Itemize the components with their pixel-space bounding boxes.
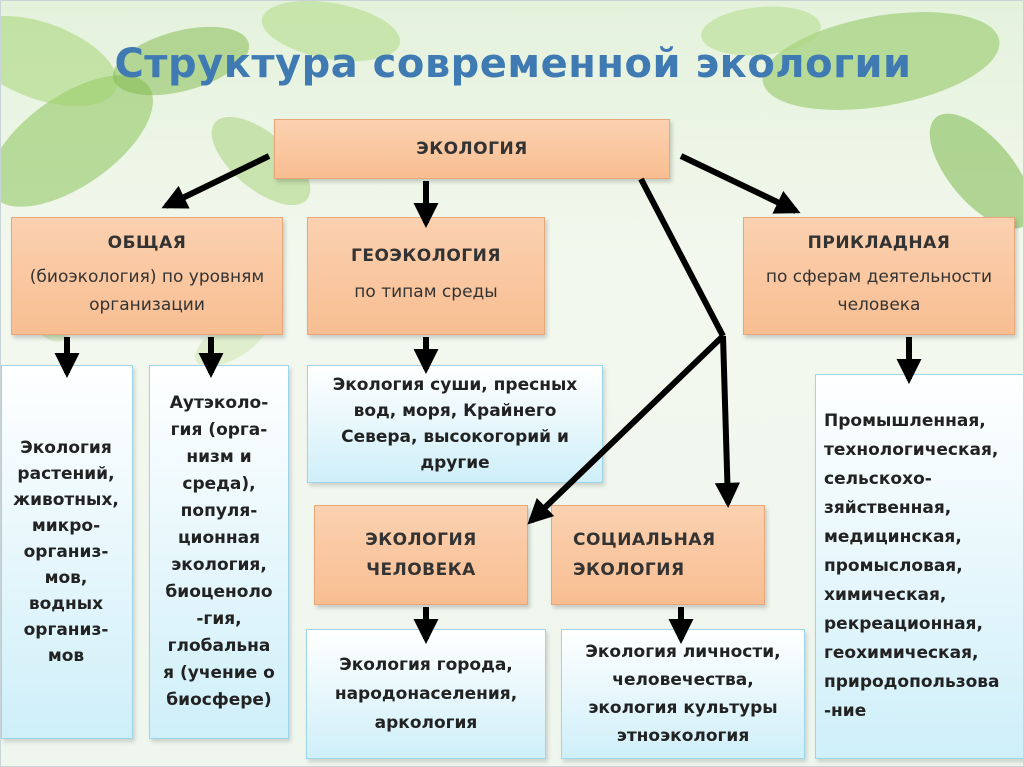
applied-detail-text: Промышленная, технологическая, сельскохо…: [824, 411, 1000, 721]
human-title: ЭКОЛОГИЯ ЧЕЛОВЕКА: [365, 530, 477, 580]
social-detail: Экология личности, человечества, экологи…: [561, 629, 805, 759]
general-node: ОБЩАЯ (биоэкология) по уровням организац…: [11, 217, 283, 335]
social-detail-text: Экология личности, человечества, экологи…: [585, 642, 781, 746]
social-title: СОЦИАЛЬНАЯ ЭКОЛОГИЯ: [573, 530, 716, 580]
root-label: ЭКОЛОГИЯ: [416, 139, 528, 159]
general-right-text: Аутэколо-гия (орга-низм и среда), популя…: [163, 393, 275, 710]
general-title: ОБЩАЯ: [107, 233, 187, 253]
geo-node: ГЕОЭКОЛОГИЯ по типам среды: [307, 217, 545, 335]
social-node: СОЦИАЛЬНАЯ ЭКОЛОГИЯ: [551, 505, 765, 605]
general-left-detail: Экология растений, животных, микро-орган…: [1, 365, 133, 739]
applied-detail: Промышленная, технологическая, сельскохо…: [815, 374, 1023, 759]
geo-detail: Экология суши, пресных вод, моря, Крайне…: [307, 365, 603, 483]
general-subtitle: (биоэкология) по уровням организации: [29, 267, 265, 315]
human-detail-text: Экология города, народонаселения, арколо…: [334, 654, 518, 733]
root-node: ЭКОЛОГИЯ: [274, 119, 670, 179]
applied-subtitle: по сферам деятельности человека: [765, 267, 993, 315]
geo-detail-text: Экология суши, пресных вод, моря, Крайне…: [332, 375, 578, 473]
geo-subtitle: по типам среды: [354, 282, 498, 302]
human-detail: Экология города, народонаселения, арколо…: [306, 629, 546, 759]
page-title: Структура современной экологии: [114, 41, 912, 87]
applied-title: ПРИКЛАДНАЯ: [807, 233, 951, 253]
general-left-text: Экология растений, животных, микро-орган…: [13, 438, 119, 666]
human-node: ЭКОЛОГИЯ ЧЕЛОВЕКА: [314, 505, 528, 605]
geo-title: ГЕОЭКОЛОГИЯ: [351, 246, 501, 266]
general-right-detail: Аутэколо-гия (орга-низм и среда), популя…: [149, 365, 289, 739]
applied-node: ПРИКЛАДНАЯ по сферам деятельности челове…: [743, 217, 1015, 335]
